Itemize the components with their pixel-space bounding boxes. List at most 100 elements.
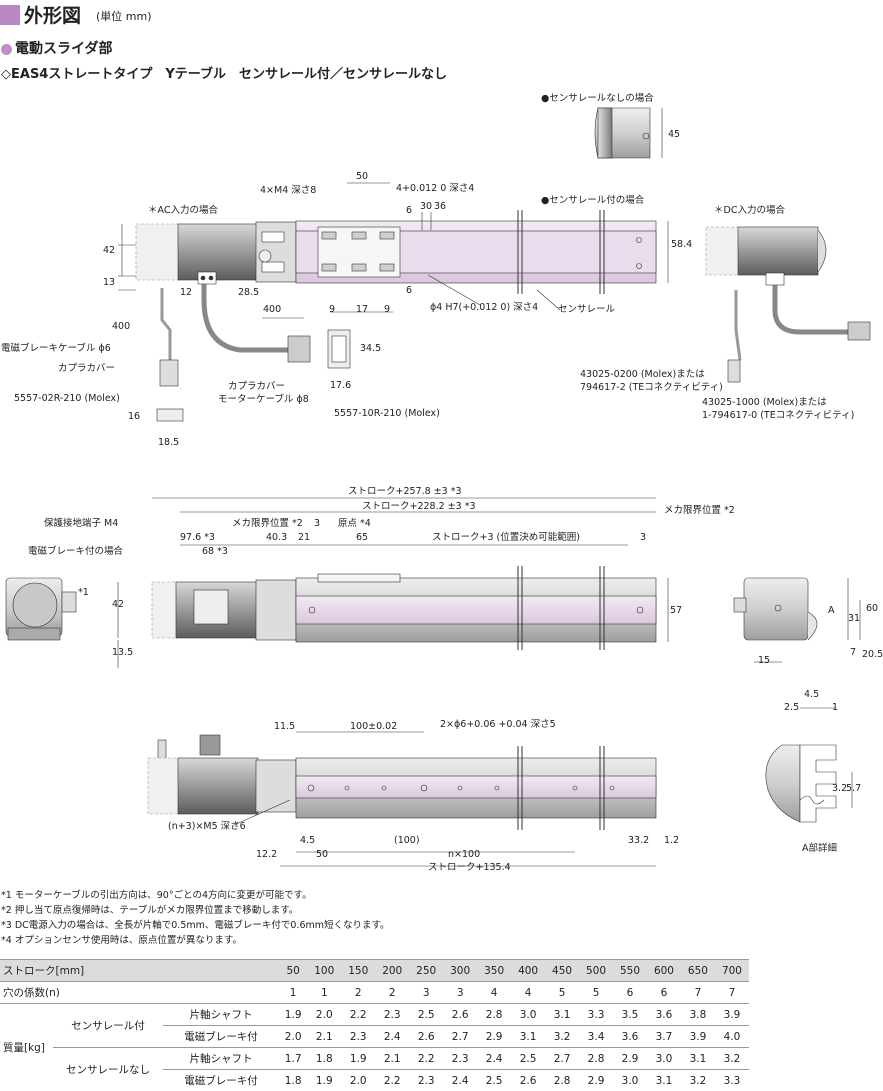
table-cell: 300 bbox=[443, 960, 477, 982]
table-cell: 600 bbox=[647, 960, 681, 982]
label-sensor-rail: センサレール bbox=[558, 305, 615, 315]
dim-50b: 50 bbox=[316, 850, 328, 860]
dim-3b: 3 bbox=[640, 533, 646, 543]
table-row: センサレールなし 片軸シャフト 1.7 1.8 1.9 2.1 2.2 2.3 … bbox=[0, 1048, 749, 1070]
dim-6a: 6 bbox=[406, 206, 412, 216]
table-cell: 3.1 bbox=[545, 1004, 579, 1026]
label-molex-b2: 1-794617-0 (TEコネクティビティ) bbox=[702, 411, 854, 421]
table-cell: 400 bbox=[511, 960, 545, 982]
table-cell: 5 bbox=[545, 982, 579, 1004]
dim-16: 16 bbox=[128, 412, 140, 422]
label-brake-cable: 電磁ブレーキケーブル ϕ6 bbox=[1, 344, 111, 354]
table-cell: 3.7 bbox=[647, 1026, 681, 1048]
dim-400b: 400 bbox=[112, 322, 130, 332]
dim-97-6: 97.6 *3 bbox=[180, 533, 215, 543]
table-group-with-rail: センサレール付 bbox=[53, 1004, 163, 1048]
table-cell: 2.0 bbox=[279, 1026, 307, 1048]
table-cell: 4 bbox=[477, 982, 511, 1004]
dim-17: 17 bbox=[356, 305, 368, 315]
table-row-stroke: ストローク[mm] 50 100 150 200 250 300 350 400… bbox=[0, 960, 749, 982]
table-cell: 2.5 bbox=[511, 1048, 545, 1070]
table-cell: 2.0 bbox=[307, 1004, 341, 1026]
dim-3a: 3 bbox=[314, 519, 320, 529]
table-cell: 2.8 bbox=[579, 1048, 613, 1070]
table-cell: 2.1 bbox=[307, 1026, 341, 1048]
table-cell: 3.9 bbox=[715, 1004, 749, 1026]
dim-4-5b: 4.5 bbox=[300, 836, 315, 846]
label-coupler-b: カプラカバー bbox=[228, 382, 285, 392]
label-motor-cable: モーターケーブル ϕ8 bbox=[218, 395, 309, 405]
dim-17-6: 17.6 bbox=[330, 381, 351, 391]
table-cell: 450 bbox=[545, 960, 579, 982]
dim-30: 30 bbox=[420, 202, 432, 212]
table-row-label: 片軸シャフト bbox=[163, 1004, 279, 1026]
label-ac-input: ＊AC入力の場合 bbox=[148, 206, 218, 216]
dim-12-2: 12.2 bbox=[256, 850, 277, 860]
table-cell: 3.4 bbox=[579, 1026, 613, 1048]
table-cell: 350 bbox=[477, 960, 511, 982]
table-cell: 4.0 bbox=[715, 1026, 749, 1048]
table-cell: 6 bbox=[647, 982, 681, 1004]
table-cell: 2.9 bbox=[579, 1070, 613, 1091]
label-detail-a: A部詳細 bbox=[802, 844, 837, 854]
dim-31: 31 bbox=[848, 614, 860, 624]
table-cell: 3.2 bbox=[715, 1048, 749, 1070]
table-cell: 2 bbox=[375, 982, 409, 1004]
note-1: *1 モーターケーブルの引出方向は、90°ごとの4方向に変更が可能です。 bbox=[1, 887, 312, 901]
table-cell: 3.5 bbox=[613, 1004, 647, 1026]
table-cell: 2.3 bbox=[375, 1004, 409, 1026]
dim-m4: 4×M4 深さ8 bbox=[260, 186, 316, 196]
table-cell: 3.8 bbox=[681, 1004, 715, 1026]
table-cell: 2.6 bbox=[409, 1026, 443, 1048]
table-cell: 3.1 bbox=[511, 1026, 545, 1048]
dim-100-tol: 100±0.02 bbox=[350, 722, 397, 732]
dim-68: 68 *3 bbox=[202, 547, 228, 557]
label-ground-terminal: 保護接地端子 M4 bbox=[44, 519, 118, 529]
dim-9b: 9 bbox=[384, 305, 390, 315]
label-mech-limit-left: メカ限界位置 *2 bbox=[232, 519, 303, 529]
view-side bbox=[6, 498, 860, 668]
dim-phi4: ϕ4 H7(+0.012 0) 深さ4 bbox=[430, 303, 538, 313]
table-cell: 4 bbox=[511, 982, 545, 1004]
view-dc-input bbox=[706, 227, 870, 382]
dim-36: 36 bbox=[434, 202, 446, 212]
dim-400a: 400 bbox=[263, 305, 281, 315]
table-cell: 100 bbox=[307, 960, 341, 982]
table-cell: 1.9 bbox=[307, 1070, 341, 1091]
dim-45: 45 bbox=[668, 130, 680, 140]
dim-stroke-135: ストローク+135.4 bbox=[428, 863, 511, 873]
table-cell: 3.6 bbox=[647, 1004, 681, 1026]
table-header-mass: 質量[kg] bbox=[0, 1004, 53, 1091]
table-cell: 3 bbox=[409, 982, 443, 1004]
table-cell: 3.2 bbox=[681, 1070, 715, 1091]
table-group-no-rail: センサレールなし bbox=[53, 1048, 163, 1091]
dim-5-7: 5.7 bbox=[846, 784, 861, 794]
table-row-label: 電磁ブレーキ付 bbox=[163, 1026, 279, 1048]
table-header-holes: 穴の係数(n) bbox=[0, 982, 279, 1004]
table-cell: 150 bbox=[341, 960, 375, 982]
dim-2-5: 2.5 bbox=[784, 703, 799, 713]
table-cell: 1.8 bbox=[307, 1048, 341, 1070]
mark-a: A bbox=[828, 606, 835, 616]
dim-13: 13 bbox=[103, 278, 115, 288]
note-4: *4 オプションセンサ使用時は、原点位置が異なります。 bbox=[1, 932, 242, 946]
label-dc-input: ＊DC入力の場合 bbox=[714, 206, 785, 216]
dim-4-5a: 4.5 bbox=[804, 690, 819, 700]
table-cell: 3.1 bbox=[647, 1070, 681, 1091]
table-cell: 250 bbox=[409, 960, 443, 982]
dim-stroke-257: ストローク+257.8 ±3 *3 bbox=[348, 487, 462, 497]
dim-40-3: 40.3 bbox=[266, 533, 287, 543]
table-cell: 6 bbox=[613, 982, 647, 1004]
note-star1: *1 bbox=[78, 588, 89, 598]
table-row-label: 片軸シャフト bbox=[163, 1048, 279, 1070]
dim-58-4: 58.4 bbox=[671, 240, 692, 250]
table-cell: 2.4 bbox=[477, 1048, 511, 1070]
table-cell: 2.9 bbox=[477, 1026, 511, 1048]
table-cell: 2.9 bbox=[613, 1048, 647, 1070]
label-no-rail: ●センサレールなしの場合 bbox=[541, 94, 654, 104]
drawing-canvas bbox=[0, 0, 877, 960]
table-cell: 2.8 bbox=[477, 1004, 511, 1026]
dim-3-2: 3.2 bbox=[832, 784, 847, 794]
table-cell: 500 bbox=[579, 960, 613, 982]
table-cell: 1.7 bbox=[279, 1048, 307, 1070]
